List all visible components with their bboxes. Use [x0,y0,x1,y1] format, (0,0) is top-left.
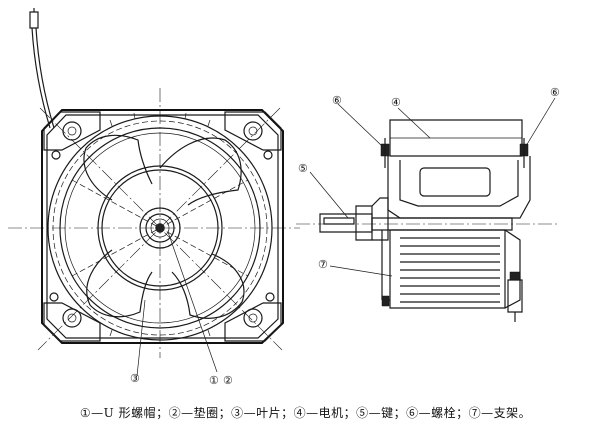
callout-6-left: ⑥ [332,94,342,107]
figure-caption: ①—U 形螺帽；②—垫圈；③—叶片；④—电机；⑤—键；⑥—螺栓；⑦—支架。 [79,406,532,420]
callout-5: ⑤ [298,162,308,175]
callout-1: ① [209,374,219,387]
front-view [8,8,300,376]
corner-mount-bottom-left [44,293,100,341]
hub-bore [146,214,174,242]
blade-tip-circle [65,133,255,323]
callout-7: ⑦ [318,258,328,271]
bracket-frame [388,156,530,218]
corner-mount-top-right [225,112,281,159]
bottom-bolt-left [382,296,389,306]
u-nut [151,219,169,237]
blade-4 [84,135,152,200]
leader-1-2 [168,232,217,372]
callout-2: ② [223,374,233,387]
fan-frame [42,110,283,343]
callout-6-right: ⑥ [550,86,560,99]
fan-frame-inner [47,115,278,338]
shaft-end [156,224,165,233]
bolt-left [381,138,389,168]
key [324,218,354,224]
leader-6-left [338,104,382,146]
motor-shaft [320,214,372,232]
motor-body [390,230,505,308]
corner-mount-top-left [44,112,100,159]
leader-6-right [526,98,555,146]
shaft-collar [356,206,372,240]
hub-rim [102,170,218,286]
leader-7 [330,266,392,276]
terminal-box [508,272,522,322]
hub-outer [98,166,222,290]
cooling-fins [400,238,500,302]
corner-mount-bottom-right [225,293,281,341]
side-view [296,98,560,322]
callout-3: ③ [130,372,140,385]
motor-end-cap [505,230,520,308]
bolt-right [520,138,528,168]
leader-5 [310,172,348,218]
shroud-ticks [110,113,210,336]
shroud-outer [48,116,272,340]
callout-4: ④ [391,96,401,109]
power-cable [30,8,54,128]
leader-4 [398,108,430,138]
shroud-dashed [53,121,267,335]
blade-2 [172,254,244,318]
leader-3 [137,300,145,376]
hub-boss [140,208,180,248]
blade-3 [87,250,152,317]
shroud-inner [60,128,260,328]
